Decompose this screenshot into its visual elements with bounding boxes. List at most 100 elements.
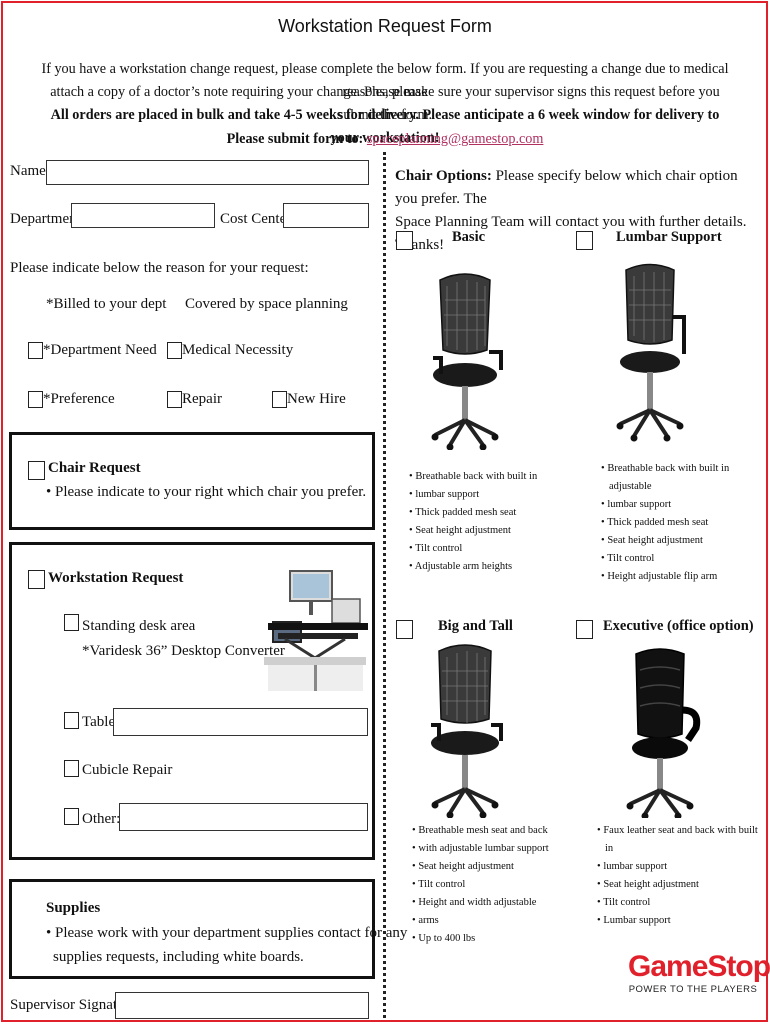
intro-line-1: If you have a workstation change request…	[41, 61, 729, 100]
big-tall-chair-title: Big and Tall	[438, 618, 513, 634]
chair-request-checkbox[interactable]	[28, 461, 45, 480]
lumbar-chair-features: Breathable back with built in adjustable…	[601, 460, 766, 586]
cost-center-label: Cost Center:	[220, 211, 296, 227]
supplies-line-1: • Please work with your department suppl…	[46, 925, 408, 941]
list-item-continued: arms	[412, 912, 572, 930]
name-input[interactable]	[46, 160, 369, 185]
standing-desk-label: Standing desk area	[82, 618, 196, 634]
supervisor-signature-label: Supervisor Signature:	[10, 997, 141, 1013]
standing-desk-image	[264, 570, 368, 691]
cubicle-repair-label: Cubicle Repair	[82, 762, 173, 778]
workstation-request-box	[9, 542, 375, 860]
submit-line: Please submit form to: spaceplanning@gam…	[40, 128, 730, 151]
list-item: Seat height adjustment	[412, 858, 572, 876]
other-checkbox[interactable]	[64, 808, 79, 825]
list-item: Breathable back with built in	[409, 468, 579, 486]
repair-checkbox[interactable]	[167, 390, 182, 408]
list-item: Seat height adjustment	[409, 522, 579, 540]
supplies-title: Supplies	[46, 900, 101, 916]
logo-wordmark: GameStop	[628, 950, 770, 983]
list-item: Tilt control	[409, 540, 579, 558]
list-item-continued: lumbar support	[597, 858, 762, 876]
standing-desk-checkbox[interactable]	[64, 614, 79, 631]
table-input[interactable]	[113, 708, 368, 736]
new-hire-label: New Hire	[287, 391, 346, 407]
varidesk-label: *Varidesk 36” Desktop Converter	[82, 643, 285, 659]
supervisor-signature-input[interactable]	[115, 992, 369, 1019]
department-need-option[interactable]: *Department Need	[28, 341, 157, 359]
executive-chair-checkbox[interactable]	[576, 620, 593, 639]
list-item-continued: lumbar support	[601, 496, 766, 514]
department-need-checkbox[interactable]	[28, 341, 43, 359]
lumbar-chair-title: Lumbar Support	[616, 229, 722, 245]
chair-request-note: • Please indicate to your right which ch…	[46, 484, 367, 500]
table-checkbox[interactable]	[64, 712, 79, 729]
list-item: Tilt control	[601, 550, 766, 568]
chair-options-intro: Chair Options: Please specify below whic…	[395, 165, 755, 257]
preference-checkbox[interactable]	[28, 390, 43, 408]
supplies-box	[9, 879, 375, 979]
lumbar-chair-checkbox[interactable]	[576, 231, 593, 250]
form-title: Workstation Request Form	[278, 16, 492, 36]
list-item: Thick padded mesh seat	[601, 514, 766, 532]
list-item: Tilt control	[597, 894, 762, 912]
department-label: Department:	[10, 211, 85, 227]
submit-label: Please submit form to:	[226, 131, 364, 147]
supplies-line-2: supplies requests, including white board…	[53, 949, 304, 965]
big-tall-chair-image	[431, 644, 503, 818]
column-divider	[383, 152, 386, 1018]
other-input[interactable]	[119, 803, 368, 831]
list-item: Seat height adjustment	[597, 876, 762, 894]
executive-chair-title: Executive (office option)	[603, 618, 754, 634]
repair-label: Repair	[182, 391, 222, 407]
department-input[interactable]	[71, 203, 215, 228]
gamestop-logo: GameStop POWER TO THE PLAYERS	[628, 950, 770, 995]
list-item: Thick padded mesh seat	[409, 504, 579, 522]
big-tall-chair-features: Breathable mesh seat and back with adjus…	[412, 822, 572, 948]
repair-option[interactable]: Repair	[167, 390, 222, 408]
lumbar-chair-image	[616, 263, 686, 442]
billed-header: *Billed to your dept	[46, 296, 167, 312]
basic-chair-checkbox[interactable]	[396, 231, 413, 250]
medical-necessity-checkbox[interactable]	[167, 341, 182, 359]
executive-chair-image	[626, 648, 701, 818]
table-label: Table	[82, 714, 116, 730]
new-hire-checkbox[interactable]	[272, 390, 287, 408]
chair-request-title: Chair Request	[48, 460, 141, 476]
executive-chair-features: Faux leather seat and back with built in…	[597, 822, 762, 930]
workstation-request-checkbox[interactable]	[28, 570, 45, 589]
submit-email-link[interactable]: spaceplanning@gamestop.com	[366, 131, 544, 147]
name-label: Name:	[10, 163, 50, 179]
medical-necessity-option[interactable]: Medical Necessity	[167, 341, 293, 359]
cost-center-input[interactable]	[283, 203, 369, 228]
big-tall-chair-checkbox[interactable]	[396, 620, 413, 639]
list-item: Breathable mesh seat and back	[412, 822, 572, 840]
medical-necessity-label: Medical Necessity	[182, 342, 294, 358]
list-item: Seat height adjustment	[601, 532, 766, 550]
chair-request-box	[9, 432, 375, 530]
workstation-request-title: Workstation Request	[48, 570, 184, 586]
preference-option[interactable]: *Preference	[28, 390, 115, 408]
basic-chair-image	[431, 273, 503, 450]
cubicle-repair-checkbox[interactable]	[64, 760, 79, 777]
department-need-label: *Department Need	[43, 342, 157, 358]
preference-label: *Preference	[43, 391, 115, 407]
basic-chair-features: Breathable back with built in lumbar sup…	[409, 468, 579, 576]
covered-header: Covered by space planning	[185, 296, 348, 312]
chair-options-text-1: Please specify below which chair option …	[395, 168, 738, 207]
list-item: Adjustable arm heights	[409, 558, 579, 576]
list-item-continued: with adjustable lumbar support	[412, 840, 572, 858]
list-item: Breathable back with built in adjustable	[601, 460, 766, 496]
chair-options-heading: Chair Options:	[395, 168, 492, 184]
list-item: Up to 400 lbs	[412, 930, 572, 948]
list-item: Lumbar support	[597, 912, 762, 930]
intro-line-3: All orders are placed in bulk and take 4…	[50, 107, 720, 146]
list-item: Height adjustable flip arm	[601, 568, 766, 586]
reason-prompt: Please indicate below the reason for you…	[10, 260, 309, 276]
list-item: Faux leather seat and back with built in	[597, 822, 762, 858]
list-item: Height and width adjustable	[412, 894, 572, 912]
new-hire-option[interactable]: New Hire	[272, 390, 346, 408]
logo-tagline: POWER TO THE PLAYERS	[628, 984, 758, 995]
intro-line-2: attach a copy of a doctor’s note requiri…	[50, 84, 720, 123]
